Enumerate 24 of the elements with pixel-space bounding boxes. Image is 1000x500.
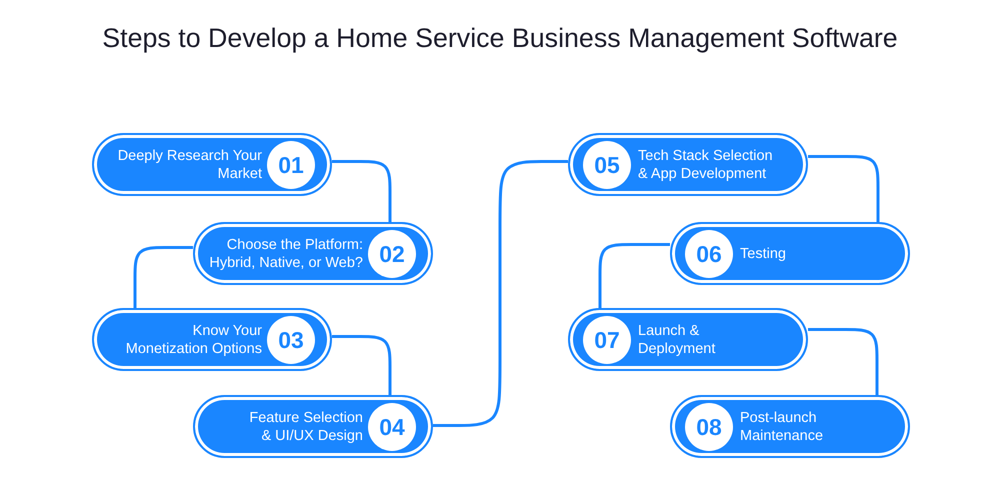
step-number: 05	[583, 140, 631, 188]
step-number: 01	[267, 140, 315, 188]
step-number: 02	[368, 230, 416, 278]
connector-line	[808, 155, 880, 222]
connector-line	[332, 335, 392, 395]
step-title: Know Your Monetization Options	[124, 322, 262, 358]
step-number: 03	[267, 316, 315, 364]
step-title: Choose the Platform: Hybrid, Native, or Web?	[208, 236, 363, 272]
step-number: 08	[685, 402, 733, 450]
step-title: Post-launch Maintenance	[740, 408, 824, 444]
step-number: 04	[368, 402, 416, 450]
step-number: 06	[685, 230, 733, 278]
connector-line	[433, 160, 568, 427]
connector-line	[808, 328, 878, 395]
diagram-title: Steps to Develop a Home Service Business Management Software	[101, 23, 899, 54]
connector-line	[332, 160, 392, 222]
step-number: 07	[583, 316, 631, 364]
connector-line	[598, 243, 670, 308]
step-title: Tech Stack Selection & App Development	[638, 146, 774, 182]
step-title: Launch & Deployment	[638, 322, 716, 358]
step-title: Testing	[740, 244, 787, 262]
step-title: Deeply Research Your Market	[116, 146, 262, 182]
connector-line	[134, 246, 193, 308]
step-title: Feature Selection & UI/UX Design	[248, 408, 363, 444]
